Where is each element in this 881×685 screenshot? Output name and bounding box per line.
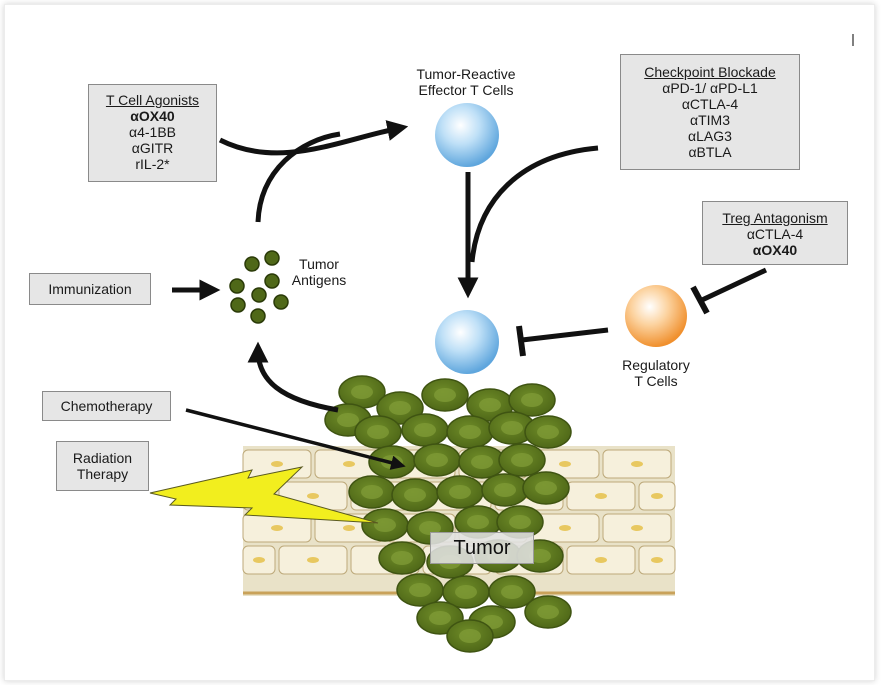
normal-cell-nucleus — [595, 493, 607, 499]
tumor-cell-nucleus — [367, 425, 389, 439]
tumor-cell-nucleus — [459, 629, 481, 643]
effector-label-1: Tumor-Reactive — [416, 66, 516, 82]
normal-cell-nucleus — [651, 557, 663, 563]
treg-item: αOX40 — [752, 242, 798, 258]
tumor-cell-nucleus — [361, 485, 383, 499]
tumor-cell-nucleus — [529, 549, 551, 563]
effector-t-cells-label: Tumor-Reactive Effector T Cells — [396, 66, 536, 98]
treg-antagonism-inhibition — [690, 267, 768, 315]
radiation-therapy-box: Radiation Therapy — [56, 441, 149, 491]
t-cell-agonists-title: T Cell Agonists — [105, 92, 200, 108]
treg-antagonism-box: Treg Antagonism αCTLA-4 αOX40 — [702, 201, 848, 265]
chemotherapy-arrow — [185, 408, 406, 470]
normal-cell-nucleus — [343, 525, 355, 531]
regulatory-t-cell — [625, 285, 687, 347]
tumor-antigens — [229, 250, 289, 324]
checkpoint-item: αCTLA-4 — [681, 96, 739, 112]
antigens-label-1: Tumor — [299, 256, 339, 272]
tumor-cell-nucleus — [537, 605, 559, 619]
effector-t-cell-target — [435, 310, 499, 374]
checkpoint-arrow — [469, 145, 599, 263]
checkpoint-item: αLAG3 — [688, 128, 732, 144]
tumor-antigens-label: Tumor Antigens — [282, 256, 356, 288]
regulatory-label-1: Regulatory — [622, 357, 690, 373]
regulatory-t-cells-label: Regulatory T Cells — [602, 357, 710, 389]
checkpoint-item: αBTLA — [688, 144, 732, 160]
tumor-cell-nucleus — [374, 518, 396, 532]
effector-t-cell — [435, 103, 499, 167]
tumor-cell-nucleus — [494, 483, 516, 497]
radiation-lightning — [149, 466, 379, 524]
tumor-cell-nucleus — [467, 515, 489, 529]
tumor-cell-nucleus — [501, 421, 523, 435]
tumor-cell-nucleus — [414, 423, 436, 437]
tumor-cell-nucleus — [455, 585, 477, 599]
checkpoint-item: αPD-1/ αPD-L1 — [662, 80, 758, 96]
tumor-cell-nucleus — [537, 425, 559, 439]
normal-cell-nucleus — [559, 461, 571, 467]
normal-cell-nucleus — [253, 557, 265, 563]
tumor-cell-nucleus — [449, 485, 471, 499]
tumor-cell-nucleus — [409, 583, 431, 597]
tumor-cell-nucleus — [419, 521, 441, 535]
tumor-cell-nucleus — [389, 401, 411, 415]
tumor-cell-nucleus — [511, 453, 533, 467]
tumor-cell-nucleus — [404, 488, 426, 502]
tumor-cell-nucleus — [521, 393, 543, 407]
tumor-cell-nucleus — [509, 515, 531, 529]
tumor-cell-nucleus — [426, 453, 448, 467]
normal-cell-nucleus — [559, 525, 571, 531]
normal-cell-nucleus — [631, 461, 643, 467]
normal-cell-nucleus — [271, 461, 283, 467]
tumor-to-antigen-arrow — [247, 341, 339, 413]
normal-cell-nucleus — [631, 525, 643, 531]
tumor-cell-nucleus — [479, 398, 501, 412]
agonist-arrow — [218, 120, 409, 156]
normal-cell-nucleus — [343, 461, 355, 467]
agonist-item: α4-1BB — [128, 124, 176, 140]
agonist-item: αGITR — [131, 140, 174, 156]
regulatory-label-2: T Cells — [634, 373, 678, 389]
normal-cell-nucleus — [307, 493, 319, 499]
checkpoint-item: αTIM3 — [690, 112, 730, 128]
radiation-label-1: Radiation — [72, 450, 133, 466]
chemotherapy-box: Chemotherapy — [42, 391, 171, 421]
normal-cell-nucleus — [271, 525, 283, 531]
checkpoint-blockade-title: Checkpoint Blockade — [644, 64, 776, 80]
tumor-cell-nucleus — [429, 611, 451, 625]
normal-cell-nucleus — [307, 557, 319, 563]
immunization-box: Immunization — [29, 273, 151, 305]
antigens-label-2: Antigens — [291, 272, 347, 288]
chemotherapy-label: Chemotherapy — [60, 398, 153, 414]
tumor-cell-nucleus — [471, 455, 493, 469]
agonist-item: αOX40 — [130, 108, 175, 124]
antigen-to-effector-arrow — [255, 131, 341, 223]
tumor-cell-nucleus — [351, 385, 373, 399]
tumor-cell-nucleus — [459, 425, 481, 439]
treg-inhibition — [516, 325, 609, 357]
tumor-cell-nucleus — [535, 481, 557, 495]
effector-label-2: Effector T Cells — [418, 82, 514, 98]
treg-antagonism-title: Treg Antagonism — [722, 210, 828, 226]
radiation-label-2: Therapy — [76, 466, 129, 482]
tumor-label: Tumor — [430, 532, 534, 564]
tumor-cell-nucleus — [391, 551, 413, 565]
agonist-item: rIL-2* — [135, 156, 170, 172]
normal-cell-nucleus — [651, 493, 663, 499]
t-cell-agonists-box: T Cell Agonists αOX40 α4-1BB αGITR rIL-2… — [88, 84, 217, 182]
normal-cell-nucleus — [595, 557, 607, 563]
tumor-cell-nucleus — [434, 388, 456, 402]
immunization-label: Immunization — [48, 281, 132, 297]
tumor-cell-nucleus — [337, 413, 359, 427]
checkpoint-blockade-box: Checkpoint Blockade αPD-1/ αPD-L1 αCTLA-… — [620, 54, 800, 170]
tumor-cell-nucleus — [501, 585, 523, 599]
treg-item: αCTLA-4 — [746, 226, 804, 242]
